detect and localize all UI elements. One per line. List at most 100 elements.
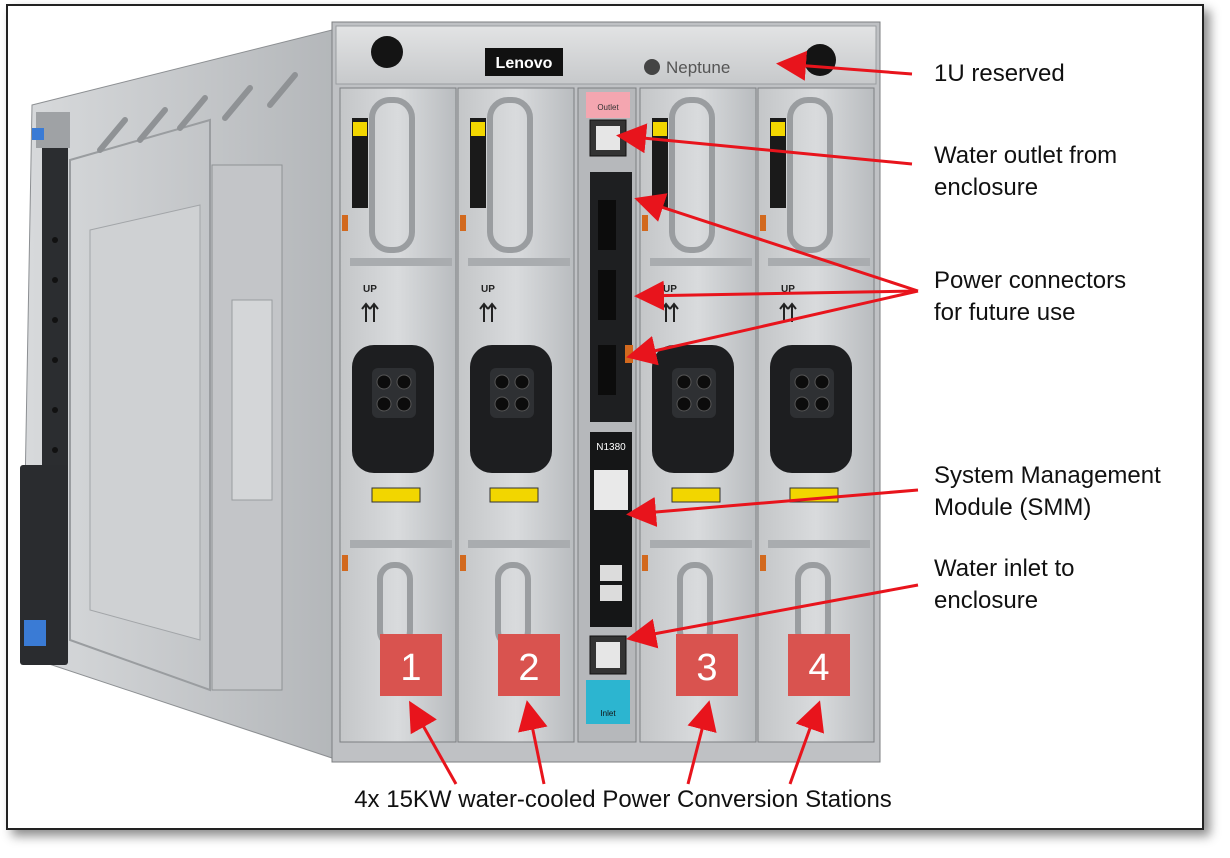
callout-arrows	[409, 50, 919, 785]
connector-socket	[790, 368, 834, 418]
warning-icon	[771, 122, 785, 136]
callout-power-2: for future use	[934, 299, 1076, 326]
psu-rail-lower	[350, 540, 452, 548]
connector-socket	[490, 368, 534, 418]
warning-strip	[671, 487, 721, 503]
psu-spec-label	[770, 118, 786, 208]
psu-handle-top	[787, 97, 833, 253]
latch-icon	[760, 555, 766, 571]
arrow-psu-3	[686, 700, 717, 785]
arrow-psu-1	[409, 700, 458, 785]
connector-pin	[494, 396, 510, 412]
up-arrow-icon	[661, 302, 679, 322]
connector-pin	[676, 374, 692, 390]
warning-strip	[371, 487, 421, 503]
up-arrow-icon	[361, 302, 379, 322]
connector-pin	[376, 396, 392, 412]
latch-icon	[342, 215, 348, 231]
warning-icon	[653, 122, 667, 136]
psu-number-badge	[498, 634, 560, 696]
arrow-power-2	[634, 280, 919, 311]
arrow-power-3	[626, 289, 919, 366]
psu-number-badge	[788, 634, 850, 696]
smm-column	[577, 87, 637, 743]
psu-rail	[350, 258, 452, 266]
psu-number-badge	[380, 634, 442, 696]
warning-icon	[353, 122, 367, 136]
connector-pin	[396, 374, 412, 390]
connector-pin	[814, 374, 830, 390]
arrow-psu-4	[788, 700, 825, 785]
psu-spec-label	[352, 118, 368, 208]
smm-model: N1380	[596, 442, 626, 453]
connector-pin	[376, 374, 392, 390]
psu-number-4: 4	[808, 647, 829, 689]
psu-bay-3: UP 3	[639, 87, 757, 743]
connector-socket	[672, 368, 716, 418]
callout-water-inlet-1: Water inlet to	[934, 555, 1075, 582]
psu-up-label: UP	[781, 284, 795, 295]
bottom-caption: 4x 15KW water-cooled Power Conversion St…	[354, 786, 892, 813]
arrow-psu-2	[518, 700, 548, 785]
connector-pin	[696, 396, 712, 412]
callout-power-1: Power connectors	[934, 267, 1127, 294]
latch-icon	[460, 215, 466, 231]
psu-handle-top	[369, 97, 415, 253]
arrow-power-1	[634, 193, 919, 293]
psu-handle-top	[669, 97, 715, 253]
psu-rail	[650, 258, 752, 266]
psu-rail-lower	[468, 540, 570, 548]
callout-water-outlet-1: Water outlet from	[934, 142, 1118, 169]
psu-up-label: UP	[481, 284, 495, 295]
psu-rail	[768, 258, 870, 266]
connector-socket	[372, 368, 416, 418]
arrow-smm	[626, 488, 919, 527]
outlet-tag: Outlet	[597, 103, 619, 112]
latch-icon	[642, 215, 648, 231]
psu-rail	[468, 258, 570, 266]
callout-water-inlet-2: enclosure	[934, 587, 1039, 614]
psu-number-1: 1	[400, 647, 421, 689]
connector-pin	[514, 374, 530, 390]
connector-pin	[814, 396, 830, 412]
arrow-water-inlet	[626, 583, 919, 649]
psu-up-label: UP	[663, 284, 677, 295]
psu-spec-label	[470, 118, 486, 208]
arrow-water-outlet	[616, 123, 913, 166]
psu-bay-1: UP 1	[339, 87, 457, 743]
latch-icon	[760, 215, 766, 231]
psu-handle-top	[487, 97, 533, 253]
callout-smm-2: Module (SMM)	[934, 494, 1092, 521]
psu-rail-lower	[768, 540, 870, 548]
up-arrow-icon	[479, 302, 497, 322]
arrow-reserved	[776, 50, 913, 81]
warning-icon	[471, 122, 485, 136]
psu-bay-4: UP 4	[757, 87, 875, 743]
connector-pin	[794, 396, 810, 412]
inlet-tag: Inlet	[600, 709, 616, 718]
latch-icon	[642, 555, 648, 571]
psu-number-3: 3	[696, 647, 717, 689]
connector-pin	[514, 396, 530, 412]
connector-pin	[794, 374, 810, 390]
chassis-side	[20, 29, 333, 759]
callout-smm-1: System Management	[934, 462, 1161, 489]
psu-rail-lower	[650, 540, 752, 548]
callout-reserved: 1U reserved	[934, 60, 1065, 87]
connector-pin	[396, 396, 412, 412]
latch-icon	[460, 555, 466, 571]
connector-pin	[696, 374, 712, 390]
latch-icon	[342, 555, 348, 571]
connector-pin	[494, 374, 510, 390]
psu-number-badge	[676, 634, 738, 696]
psu-number-2: 2	[518, 647, 539, 689]
psu-bay-2: UP 2	[457, 87, 575, 743]
neptune-logo: Neptune	[666, 58, 730, 77]
psu-up-label: UP	[363, 284, 377, 295]
connector-pin	[676, 396, 692, 412]
warning-strip	[489, 487, 539, 503]
lenovo-logo: Lenovo	[496, 55, 553, 72]
neptune-icon	[644, 59, 660, 75]
callout-water-outlet-2: enclosure	[934, 174, 1039, 201]
